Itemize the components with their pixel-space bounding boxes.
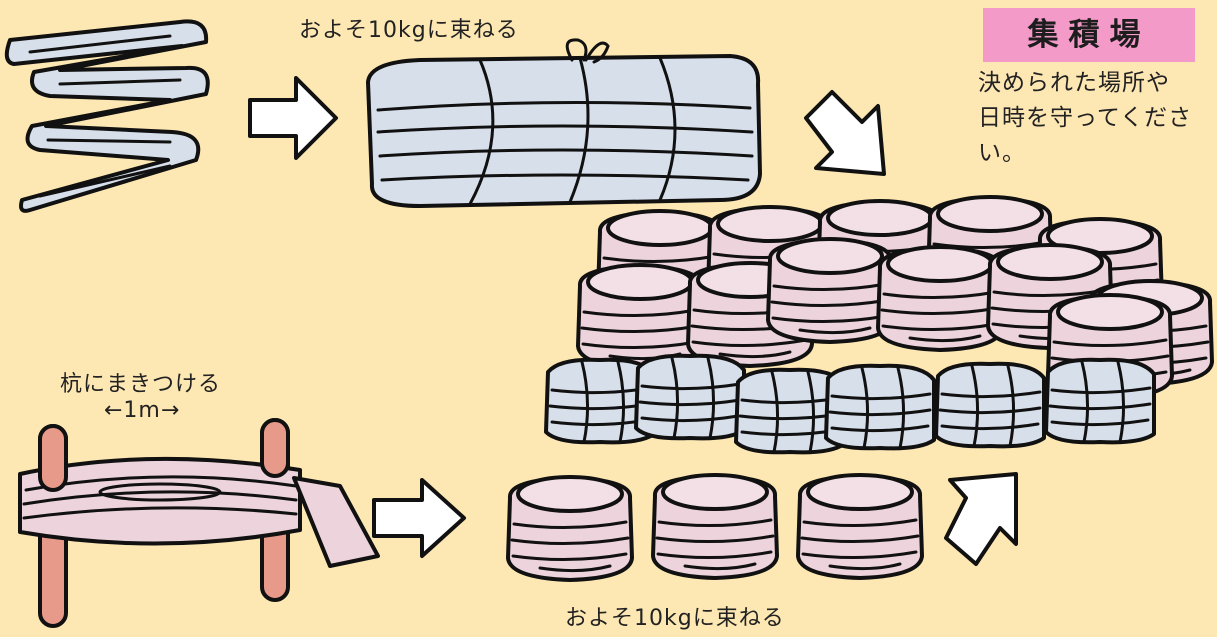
right-arrow-icon — [250, 78, 336, 158]
right-arrow-icon — [374, 480, 464, 556]
strips-wrapped-on-stakes — [20, 420, 378, 626]
bundle-collection-pile — [546, 197, 1212, 452]
cloth-rolls-bottom — [508, 475, 922, 580]
collection-site-title: 集積場 — [983, 8, 1195, 62]
bundle-label-top: およそ10kgに束ねる — [299, 12, 519, 44]
width-label: ←1m→ — [104, 398, 180, 423]
up-right-arrow-icon — [946, 474, 1016, 564]
loose-cloth-strips — [7, 21, 208, 210]
down-right-arrow-icon — [806, 92, 884, 174]
wrap-stakes-label: 杭にまきつける — [60, 366, 221, 398]
bundle-label-bottom: およそ10kgに束ねる — [565, 600, 785, 632]
collection-site-note: 決められた場所や日時を守ってください。 — [978, 66, 1193, 171]
cloth-bundle-top — [368, 40, 760, 206]
